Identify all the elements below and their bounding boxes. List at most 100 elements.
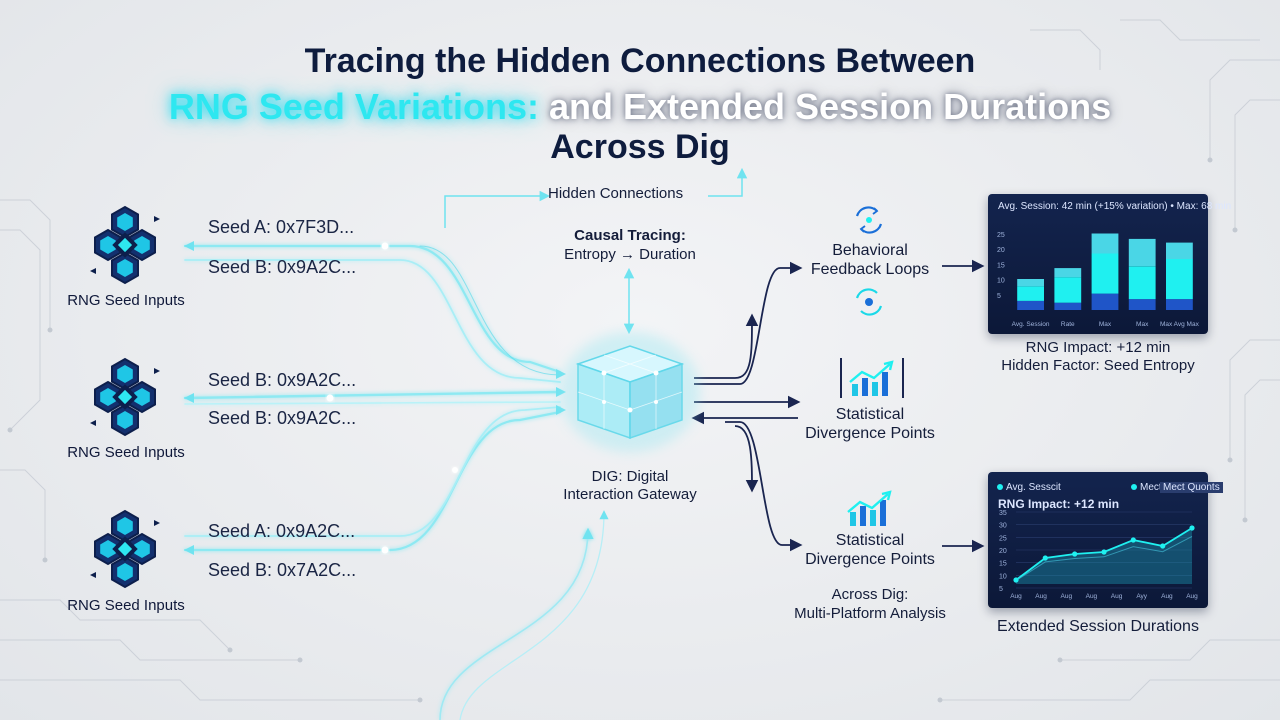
area-point: [1101, 549, 1107, 555]
hex-core: [117, 213, 133, 231]
bar-y-tick: 5: [997, 293, 1001, 300]
area-y-tick: 30: [999, 523, 1007, 530]
bar-segment: [1166, 299, 1193, 310]
divergence-chart-icon-1: [840, 358, 904, 398]
chart2-caption: Extended Session Durations: [997, 618, 1199, 635]
divergence-label-2a: Statistical: [835, 532, 905, 549]
chart1-caption-1: RNG Impact: +12 min: [1025, 339, 1171, 356]
area-chart-subtitle: RNG Impact: +12 min: [998, 497, 1120, 511]
area-y-tick: 20: [999, 548, 1007, 555]
hidden-connections-arrow-2: [708, 167, 748, 197]
hex-arrow: [90, 420, 96, 426]
rng-hex-icon: [90, 357, 160, 437]
divergence-label-1b: Divergence Points: [805, 425, 935, 442]
rng-hex-icon: [90, 509, 160, 589]
legend-dot: [1131, 484, 1137, 490]
area-x-tick: Aug: [1186, 593, 1198, 600]
bar-segment: [1128, 238, 1156, 267]
bar-segment: [1166, 259, 1193, 300]
chart1-caption-2: Hidden Factor: Seed Entropy: [1001, 357, 1195, 374]
hex-core: [134, 540, 150, 558]
title-line-1: Tracing the Hidden Connections Between: [304, 42, 976, 80]
seed-label: Seed B: 0x9A2C...: [208, 370, 357, 390]
hex-center-core: [117, 541, 133, 557]
bar-segment: [1017, 279, 1044, 287]
feedback-loop-icon: [855, 206, 883, 234]
rng-hex-icon: [90, 205, 160, 285]
area-legend-1: Avg. Sesscit: [1006, 482, 1061, 493]
area-point: [1130, 537, 1136, 543]
divergence-label-1a: Statistical: [835, 406, 905, 423]
hex-center-core: [117, 389, 133, 405]
hex-core: [117, 365, 133, 383]
hex-arrow: [154, 216, 160, 222]
bar-segment: [1091, 253, 1119, 294]
area-y-tick: 25: [999, 535, 1007, 542]
rng-input-label-2: RNG Seed Inputs: [67, 444, 185, 461]
bar-chart-title: Avg. Session: 42 min (+15% variation) • …: [998, 201, 1232, 212]
area-y-tick: 15: [999, 561, 1007, 568]
area-point: [1160, 543, 1166, 549]
circuit-traces: [0, 19, 1280, 701]
flow-sparkles: [326, 242, 458, 554]
rng-input-label-3: RNG Seed Inputs: [67, 597, 185, 614]
bar-segment: [1054, 302, 1082, 310]
area-y-tick: 10: [999, 573, 1007, 580]
hex-core: [100, 236, 116, 254]
divergence-label-2b: Divergence Points: [805, 551, 935, 568]
title-highlight: RNG Seed Variations:: [168, 86, 539, 127]
area-x-tick: Aug: [1010, 593, 1022, 600]
area-line-secondary: [1015, 535, 1193, 582]
circuit-nodes: [7, 157, 1248, 703]
causal-tracing-title: Causal Tracing:: [574, 227, 686, 244]
title-line-2-rest: and Extended Session Durations: [538, 86, 1112, 127]
bar-segment: [1017, 300, 1044, 310]
legend-dot: [997, 484, 1003, 490]
dig-gateway-cube: [560, 332, 700, 452]
area-point: [1013, 577, 1019, 583]
bottom-flow-line-1: [439, 527, 594, 720]
area-fill: [1016, 528, 1192, 584]
bottom-flow-line-2: [459, 510, 609, 720]
area-point: [1042, 555, 1048, 561]
hex-core: [134, 388, 150, 406]
causal-tracing-sub: Entropy → Duration: [564, 246, 696, 263]
feedback-loops-label-1: Behavioral: [832, 242, 908, 259]
bar-segment: [1166, 242, 1193, 259]
area-x-tick: Ayy: [1136, 593, 1147, 600]
title-line-2: RNG Seed Variations: and Extended Sessio…: [0, 86, 1280, 128]
bar-chart-panel: Avg. Session: 42 min (+15% variation) • …: [988, 194, 1231, 334]
across-dig-title: Across Dig:: [831, 586, 909, 603]
area-x-tick: Aug: [1035, 593, 1047, 600]
feedback-loops-label-2: Feedback Loops: [810, 261, 930, 278]
hidden-connections-arrow: [444, 190, 551, 228]
bar-x-tick: Max: [1136, 321, 1149, 328]
rng-input-label-1: RNG Seed Inputs: [67, 292, 185, 309]
divergence-chart-icon-2: [847, 490, 892, 526]
bar-segment: [1091, 233, 1119, 254]
area-x-tick: Aug: [1111, 593, 1123, 600]
hex-arrow: [90, 572, 96, 578]
hex-arrow: [154, 368, 160, 374]
seed-label: Seed B: 0x9A2C...: [208, 408, 357, 428]
gateway-label-1: DIG: Digital: [591, 468, 669, 485]
bar-segment: [1128, 266, 1156, 300]
area-x-tick: Aug: [1161, 593, 1173, 600]
bar-y-tick: 10: [997, 278, 1005, 285]
area-x-tick: Aug: [1061, 593, 1073, 600]
bar-segment: [1017, 286, 1044, 301]
hex-core: [117, 259, 133, 277]
hex-core: [117, 411, 133, 429]
output-arrows: [691, 259, 985, 553]
hidden-connections-label: Hidden Connections: [548, 185, 684, 202]
bar-y-tick: 15: [997, 262, 1005, 269]
bar-x-tick: Max Avg Max: [1160, 321, 1200, 328]
hex-core: [100, 388, 116, 406]
seed-label: Seed A: 0x9A2C...: [208, 521, 356, 541]
input-flow-lines: [183, 244, 562, 552]
across-dig-sub: Multi-Platform Analysis: [794, 605, 946, 622]
gateway-label-2: Interaction Gateway: [563, 486, 697, 503]
bar-y-tick: 25: [997, 232, 1005, 239]
